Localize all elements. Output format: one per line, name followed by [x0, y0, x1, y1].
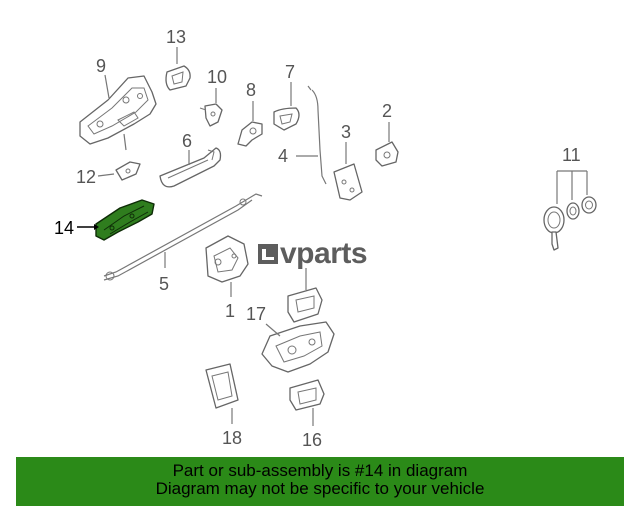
part-2[interactable]: 2 [375, 101, 399, 167]
callout-12: 12 [76, 167, 96, 187]
part-4[interactable]: 4 [278, 85, 327, 185]
part-14[interactable]: 14 [54, 199, 155, 241]
footer-banner: Part or sub-assembly is #14 in diagram D… [16, 457, 624, 506]
part-11[interactable]: 11 [543, 145, 597, 251]
bracket-upper [287, 268, 323, 323]
lv-logo-icon [258, 244, 278, 264]
callout-10: 10 [207, 67, 227, 87]
part-8[interactable]: 8 [237, 80, 263, 147]
part-1[interactable]: 1 [205, 235, 249, 321]
callout-6: 6 [182, 131, 192, 151]
watermark: vparts [258, 236, 368, 272]
callout-17: 17 [246, 304, 266, 324]
callout-8: 8 [246, 80, 256, 100]
callout-11: 11 [562, 145, 581, 165]
callout-1: 1 [225, 301, 235, 321]
callout-13: 13 [166, 27, 186, 47]
part-9[interactable]: 9 [79, 56, 157, 151]
callout-2: 2 [382, 101, 392, 121]
part-6[interactable]: 6 [159, 131, 222, 188]
footer-line-2: Diagram may not be specific to your vehi… [155, 479, 485, 498]
part-13[interactable]: 13 [165, 27, 191, 91]
callout-14: 14 [54, 218, 74, 238]
part-16[interactable]: 16 [289, 379, 325, 450]
footer-line-1: Part or sub-assembly is #14 in diagram [172, 461, 468, 480]
part-5[interactable]: 5 [103, 193, 263, 294]
callout-5: 5 [159, 274, 169, 294]
parts-diagram: 13 9 10 8 7 6 [54, 27, 597, 450]
callout-9: 9 [96, 56, 106, 76]
part-18[interactable]: 18 [205, 363, 242, 448]
part-12[interactable]: 12 [76, 161, 141, 187]
callout-18: 18 [222, 428, 242, 448]
callout-7: 7 [285, 62, 295, 82]
part-3[interactable]: 3 [333, 122, 363, 201]
part-7[interactable]: 7 [273, 62, 300, 131]
part-17[interactable]: 17 [246, 304, 335, 373]
watermark-text: vparts [280, 237, 368, 270]
part-10[interactable]: 10 [199, 67, 227, 127]
callout-16: 16 [302, 430, 322, 450]
callout-4: 4 [278, 146, 288, 166]
callout-3: 3 [341, 122, 351, 142]
